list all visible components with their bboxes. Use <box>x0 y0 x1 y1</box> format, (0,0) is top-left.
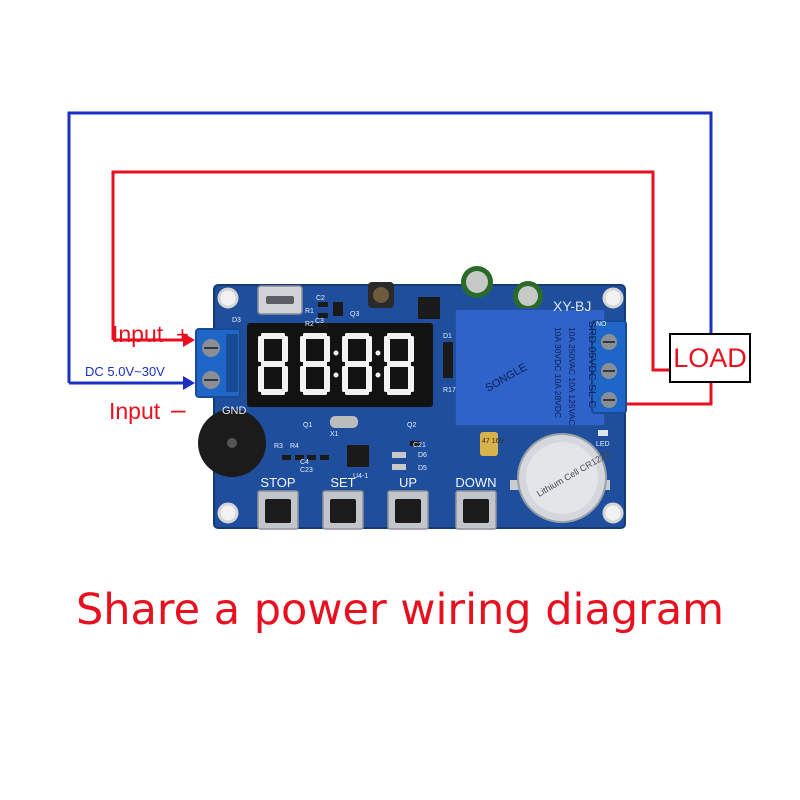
mounting-hole <box>217 287 239 309</box>
relay <box>454 308 606 427</box>
load-label: LOAD <box>673 342 747 373</box>
crystal <box>330 416 358 428</box>
ic-chip <box>418 297 440 319</box>
input-terminal-block <box>195 328 241 398</box>
display-colon-dot <box>333 350 339 356</box>
minus-sign: – <box>171 394 186 424</box>
board-model-label: XY-BJ <box>553 298 591 314</box>
silkscreen-label: R17 <box>443 387 456 394</box>
silkscreen-label: C23 <box>300 467 313 474</box>
button-stop[interactable]: STOP <box>257 475 299 530</box>
display-digit <box>300 333 330 395</box>
button-down[interactable]: DOWN <box>455 475 497 530</box>
silkscreen-label: R1 <box>305 308 314 315</box>
button-set[interactable]: SET <box>322 475 364 530</box>
inductor <box>368 282 394 308</box>
coin-cell-battery <box>510 433 610 523</box>
silkscreen-label: Q2 <box>407 422 416 429</box>
silkscreen-label: X1 <box>330 431 339 438</box>
silkscreen-label: Q1 <box>303 422 312 429</box>
tantalum-capacitor <box>480 432 498 456</box>
silkscreen-label: D3 <box>232 317 241 324</box>
relay-model-label: SRD-05VDC-SL-C <box>586 321 598 408</box>
silkscreen-label: R4 <box>290 443 299 450</box>
silkscreen-label: R2 <box>305 321 314 328</box>
positive-loop-wire <box>111 170 669 372</box>
button-label: DOWN <box>455 475 496 490</box>
buzzer <box>198 409 266 477</box>
relay-to-load-wire <box>625 383 713 406</box>
silkscreen-label: D5 <box>418 465 427 472</box>
mounting-hole <box>602 502 624 524</box>
silkscreen-label: R3 <box>274 443 283 450</box>
button-up[interactable]: UP <box>387 475 429 530</box>
silkscreen-label: C4 <box>300 459 309 466</box>
input-minus-arrow <box>183 376 195 390</box>
display-digits <box>258 333 414 395</box>
display-colon-dot <box>375 350 381 356</box>
input-minus-label: Input <box>109 398 161 424</box>
relay-terminal-block <box>591 320 627 414</box>
diode <box>443 342 453 378</box>
display-colon-dot <box>333 372 339 378</box>
load-box: LOAD <box>669 333 751 383</box>
caption: Share a power wiring diagram <box>75 585 725 635</box>
mounting-hole <box>602 287 624 309</box>
micro-usb-port <box>257 285 303 315</box>
display-colon-dot <box>375 372 381 378</box>
led-label: LED <box>596 441 610 448</box>
capacitor-label: 47 16V <box>482 438 505 445</box>
silkscreen-label: NO <box>596 321 607 328</box>
gnd-label: GND <box>222 405 247 417</box>
display-digit <box>384 333 414 395</box>
input-plus-label: Input <box>112 321 164 347</box>
silkscreen-label: D6 <box>418 452 427 459</box>
dc-range-label: DC 5.0V~30V <box>85 364 165 379</box>
silkscreen-label: D1 <box>443 333 452 340</box>
relay-rating-label: 10A 30VDC 10A 28VDC <box>553 327 563 418</box>
display-digit <box>258 333 288 395</box>
negative-loop-wire <box>67 111 713 385</box>
button-label: STOP <box>260 475 295 490</box>
silkscreen-label: U4-1 <box>353 473 368 480</box>
seven-segment-display <box>247 323 433 407</box>
button-label: SET <box>330 475 355 490</box>
plus-sign: + <box>176 322 189 347</box>
tactile-buttons: STOP SET UP DOWN <box>257 475 497 530</box>
silkscreen-label: C2 <box>316 295 325 302</box>
transistor <box>333 302 343 316</box>
relay-rating-label: 10A 250VAC 10A 125VAC <box>567 327 577 425</box>
status-led <box>598 430 608 436</box>
silkscreen-label: Q3 <box>350 311 359 318</box>
button-label: UP <box>399 475 417 490</box>
input-plus-arrow <box>183 333 195 347</box>
silkscreen-label: C21 <box>413 442 426 449</box>
ic-chip <box>347 445 369 467</box>
smd-components <box>282 302 420 470</box>
electrolytic-capacitor <box>461 266 543 311</box>
display-digit <box>342 333 372 395</box>
mounting-hole <box>217 502 239 524</box>
silkscreen-label: C3 <box>315 318 324 325</box>
